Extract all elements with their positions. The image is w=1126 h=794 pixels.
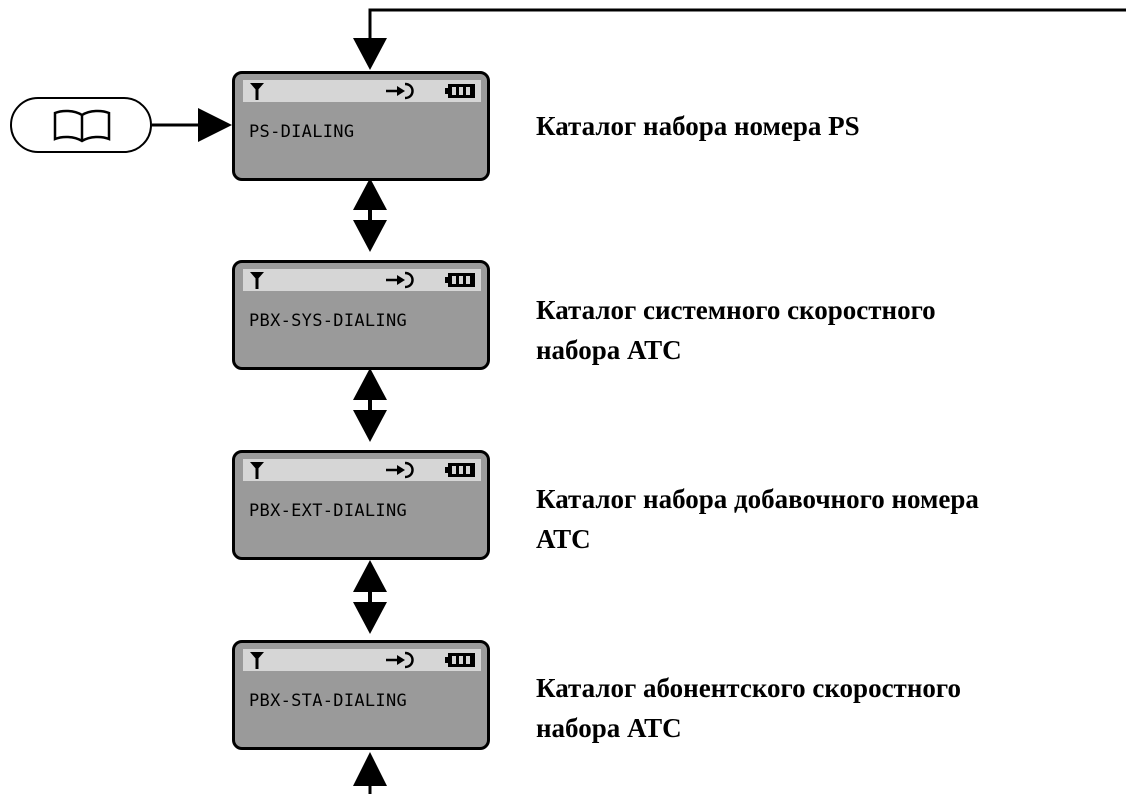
arrow-in-icon — [386, 271, 414, 289]
status-bar — [243, 459, 481, 481]
right-arrow — [198, 108, 232, 142]
description-line: Каталог набора добавочного номера — [536, 484, 979, 514]
screen-text: PS-DIALING — [249, 122, 355, 142]
status-bar — [243, 649, 481, 671]
lcd-screen-ps: PS-DIALING — [232, 71, 490, 181]
lcd-screen-pbx-ext: PBX-EXT-DIALING — [232, 450, 490, 560]
lcd-screen-pbx-sta: PBX-STA-DIALING — [232, 640, 490, 750]
status-bar — [243, 269, 481, 291]
screen-text: PBX-SYS-DIALING — [249, 311, 408, 331]
description-ps: Каталог набора номера PS — [536, 106, 860, 146]
battery-icon — [445, 84, 475, 98]
battery-icon — [445, 273, 475, 287]
description-line: Каталог системного скоростного — [536, 295, 936, 325]
phonebook-button[interactable] — [10, 97, 152, 153]
description-pbx-sys: Каталог системного скоростного набора АТ… — [536, 290, 936, 370]
double-arrow-2 — [353, 368, 387, 442]
antenna-icon — [250, 462, 264, 479]
description-line: Каталог абонентского скоростного — [536, 673, 961, 703]
antenna-icon — [250, 272, 264, 289]
double-arrow-1 — [353, 178, 387, 252]
antenna-icon — [250, 83, 264, 100]
arrow-in-icon — [386, 82, 414, 100]
loop-connector — [368, 8, 1126, 40]
description-line: Каталог набора номера PS — [536, 111, 860, 141]
screen-text: PBX-EXT-DIALING — [249, 501, 408, 521]
down-arrow-top — [353, 38, 387, 70]
battery-icon — [445, 653, 475, 667]
status-bar — [243, 80, 481, 102]
description-pbx-sta: Каталог абонентского скоростного набора … — [536, 668, 961, 748]
up-arrow-bottom — [353, 752, 387, 786]
lcd-screen-pbx-sys: PBX-SYS-DIALING — [232, 260, 490, 370]
description-line: АТС — [536, 524, 591, 554]
antenna-icon — [250, 652, 264, 669]
description-line: набора АТС — [536, 713, 682, 743]
battery-icon — [445, 463, 475, 477]
screen-text: PBX-STA-DIALING — [249, 691, 408, 711]
description-line: набора АТС — [536, 335, 682, 365]
double-arrow-3 — [353, 560, 387, 634]
book-icon — [53, 109, 111, 143]
description-pbx-ext: Каталог набора добавочного номера АТС — [536, 479, 979, 559]
arrow-in-icon — [386, 461, 414, 479]
arrow-in-icon — [386, 651, 414, 669]
